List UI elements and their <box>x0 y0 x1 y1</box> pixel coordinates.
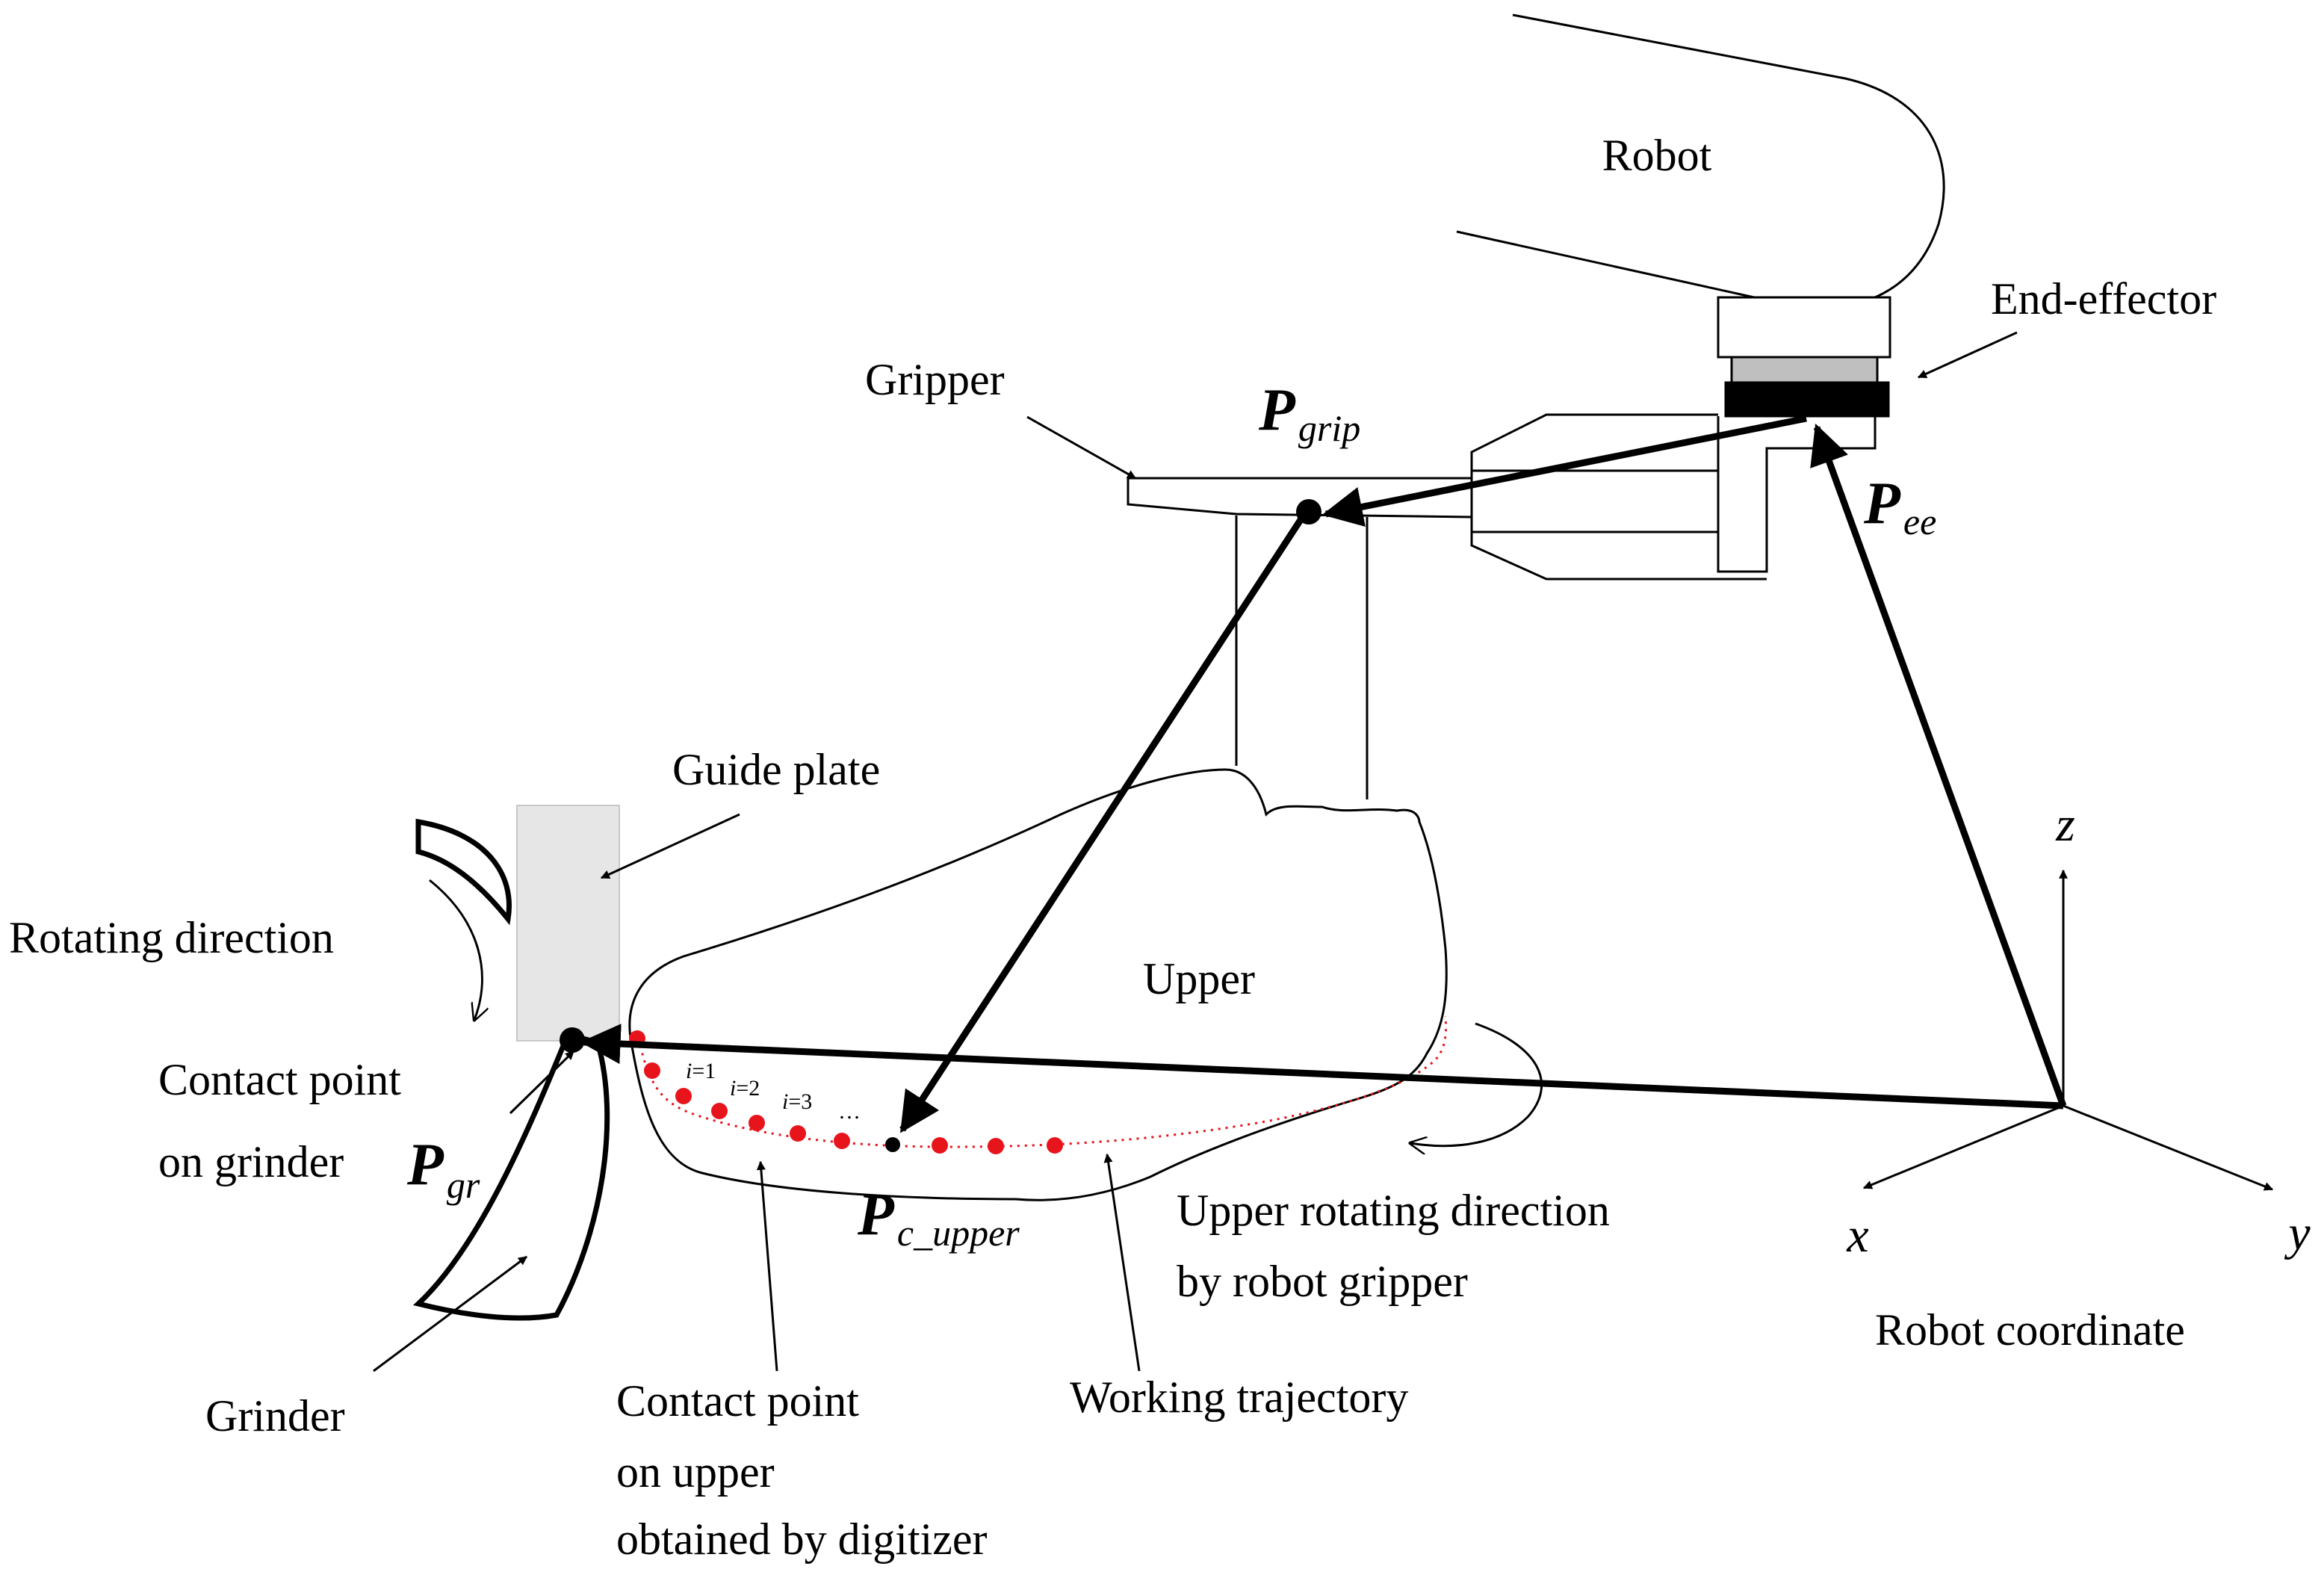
vector-to-pgr <box>580 1024 2064 1110</box>
p-grip-label: Pgrip <box>1258 377 1360 449</box>
contact-upper-label-2: on upper <box>616 1447 775 1497</box>
vector-to-pcupper <box>899 510 1309 1133</box>
contact-dot <box>749 1115 765 1131</box>
robot-coordinate-label: Robot coordinate <box>1875 1305 2185 1355</box>
x-axis-label: x <box>1846 1208 1868 1263</box>
robot-arm: Robot <box>1456 13 1945 418</box>
guide-plate <box>516 805 620 1042</box>
grinder: Grinder <box>205 818 610 1441</box>
contact-dot <box>644 1062 660 1079</box>
upper-rotation-arrow <box>1410 1022 1543 1146</box>
z-axis-label: z <box>2055 797 2075 852</box>
contact-dot <box>834 1133 850 1149</box>
grinder-label: Grinder <box>205 1391 345 1441</box>
y-axis-label: y <box>2284 1206 2311 1260</box>
contact-dot <box>988 1138 1004 1154</box>
index-i1: i=1 <box>686 1059 716 1083</box>
contact-dot <box>675 1088 692 1104</box>
contact-dot <box>711 1103 728 1119</box>
p-grip-point <box>1296 499 1321 524</box>
vector-to-pgrip <box>1321 415 1807 527</box>
contact-grinder-label-2: on grinder <box>158 1137 344 1186</box>
contact-dot <box>790 1125 806 1142</box>
p-ee-label: Pee <box>1863 471 1936 542</box>
p-gr-label: Pgr <box>406 1132 480 1206</box>
gripper-body: Gripper <box>865 355 1877 799</box>
robot-coordinate-axes: z x y Robot coordinate <box>1846 797 2311 1355</box>
grinder-rotation-arrow <box>429 879 482 1020</box>
vector-to-pee <box>1810 423 2067 1107</box>
upper-rotating-label-1: Upper rotating direction <box>1177 1186 1610 1235</box>
contact-points <box>629 1030 1063 1154</box>
gripper-label: Gripper <box>865 355 1005 404</box>
flange-black <box>1724 381 1890 418</box>
guide-plate-label: Guide plate <box>672 745 880 794</box>
contact-grinder-label-1: Contact point <box>158 1055 401 1104</box>
p-c-upper-label: Pc_upper <box>857 1182 1020 1254</box>
position-vectors <box>580 415 2067 1133</box>
end-effector-label: End-effector <box>1991 274 2216 324</box>
index-i2: i=2 <box>730 1076 760 1101</box>
upper-label: Upper <box>1143 954 1255 1003</box>
contact-upper-label-1: Contact point <box>616 1376 859 1426</box>
p-c-upper-point <box>885 1137 900 1152</box>
contact-dot <box>1047 1137 1063 1154</box>
contact-dot <box>932 1137 948 1154</box>
flange-gray <box>1730 356 1879 384</box>
upper-rotating-label-2: by robot gripper <box>1177 1257 1468 1306</box>
contact-upper-label-3: obtained by digitizer <box>616 1514 988 1564</box>
robot-label: Robot <box>1602 131 1712 180</box>
upper-shoe: Upper <box>628 768 1448 1201</box>
index-ellipsis: … <box>838 1099 861 1124</box>
working-trajectory-label: Working trajectory <box>1070 1373 1408 1422</box>
index-i3: i=3 <box>782 1089 812 1114</box>
rotating-direction-label: Rotating direction <box>9 913 334 962</box>
p-gr-point <box>560 1027 585 1053</box>
